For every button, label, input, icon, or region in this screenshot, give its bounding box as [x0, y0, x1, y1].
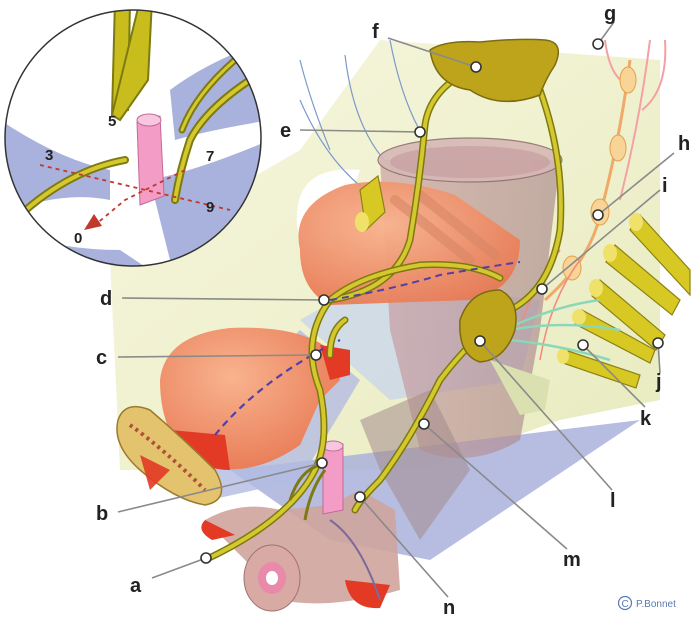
callout-label-d: d — [100, 288, 112, 310]
callout-label-k: k — [640, 408, 652, 430]
callout-label-e: e — [280, 120, 291, 142]
copyright-symbol: C — [622, 599, 629, 610]
callout-label-i: i — [662, 175, 668, 197]
callout-label-h: h — [678, 133, 690, 155]
inset-label-0: 0 — [74, 230, 82, 247]
callout-label-g: g — [604, 3, 616, 25]
urethra — [323, 441, 343, 514]
callout-label-l: l — [610, 490, 616, 512]
callout-label-a: a — [130, 575, 142, 597]
callout-label-j: j — [655, 371, 662, 393]
inset-label-3: 3 — [45, 147, 53, 164]
inset-label-5: 5 — [108, 113, 116, 130]
callout-label-b: b — [96, 503, 108, 525]
inset-label-9: 9 — [206, 199, 214, 216]
callout-label-n: n — [443, 597, 455, 617]
inset-label-7: 7 — [206, 148, 214, 165]
copyright-credit: C P.Bonnet — [619, 597, 677, 611]
credit-text: P.Bonnet — [636, 599, 676, 610]
callout-label-c: c — [96, 347, 107, 369]
callout-label-m: m — [563, 549, 581, 571]
callout-label-f: f — [372, 21, 379, 43]
